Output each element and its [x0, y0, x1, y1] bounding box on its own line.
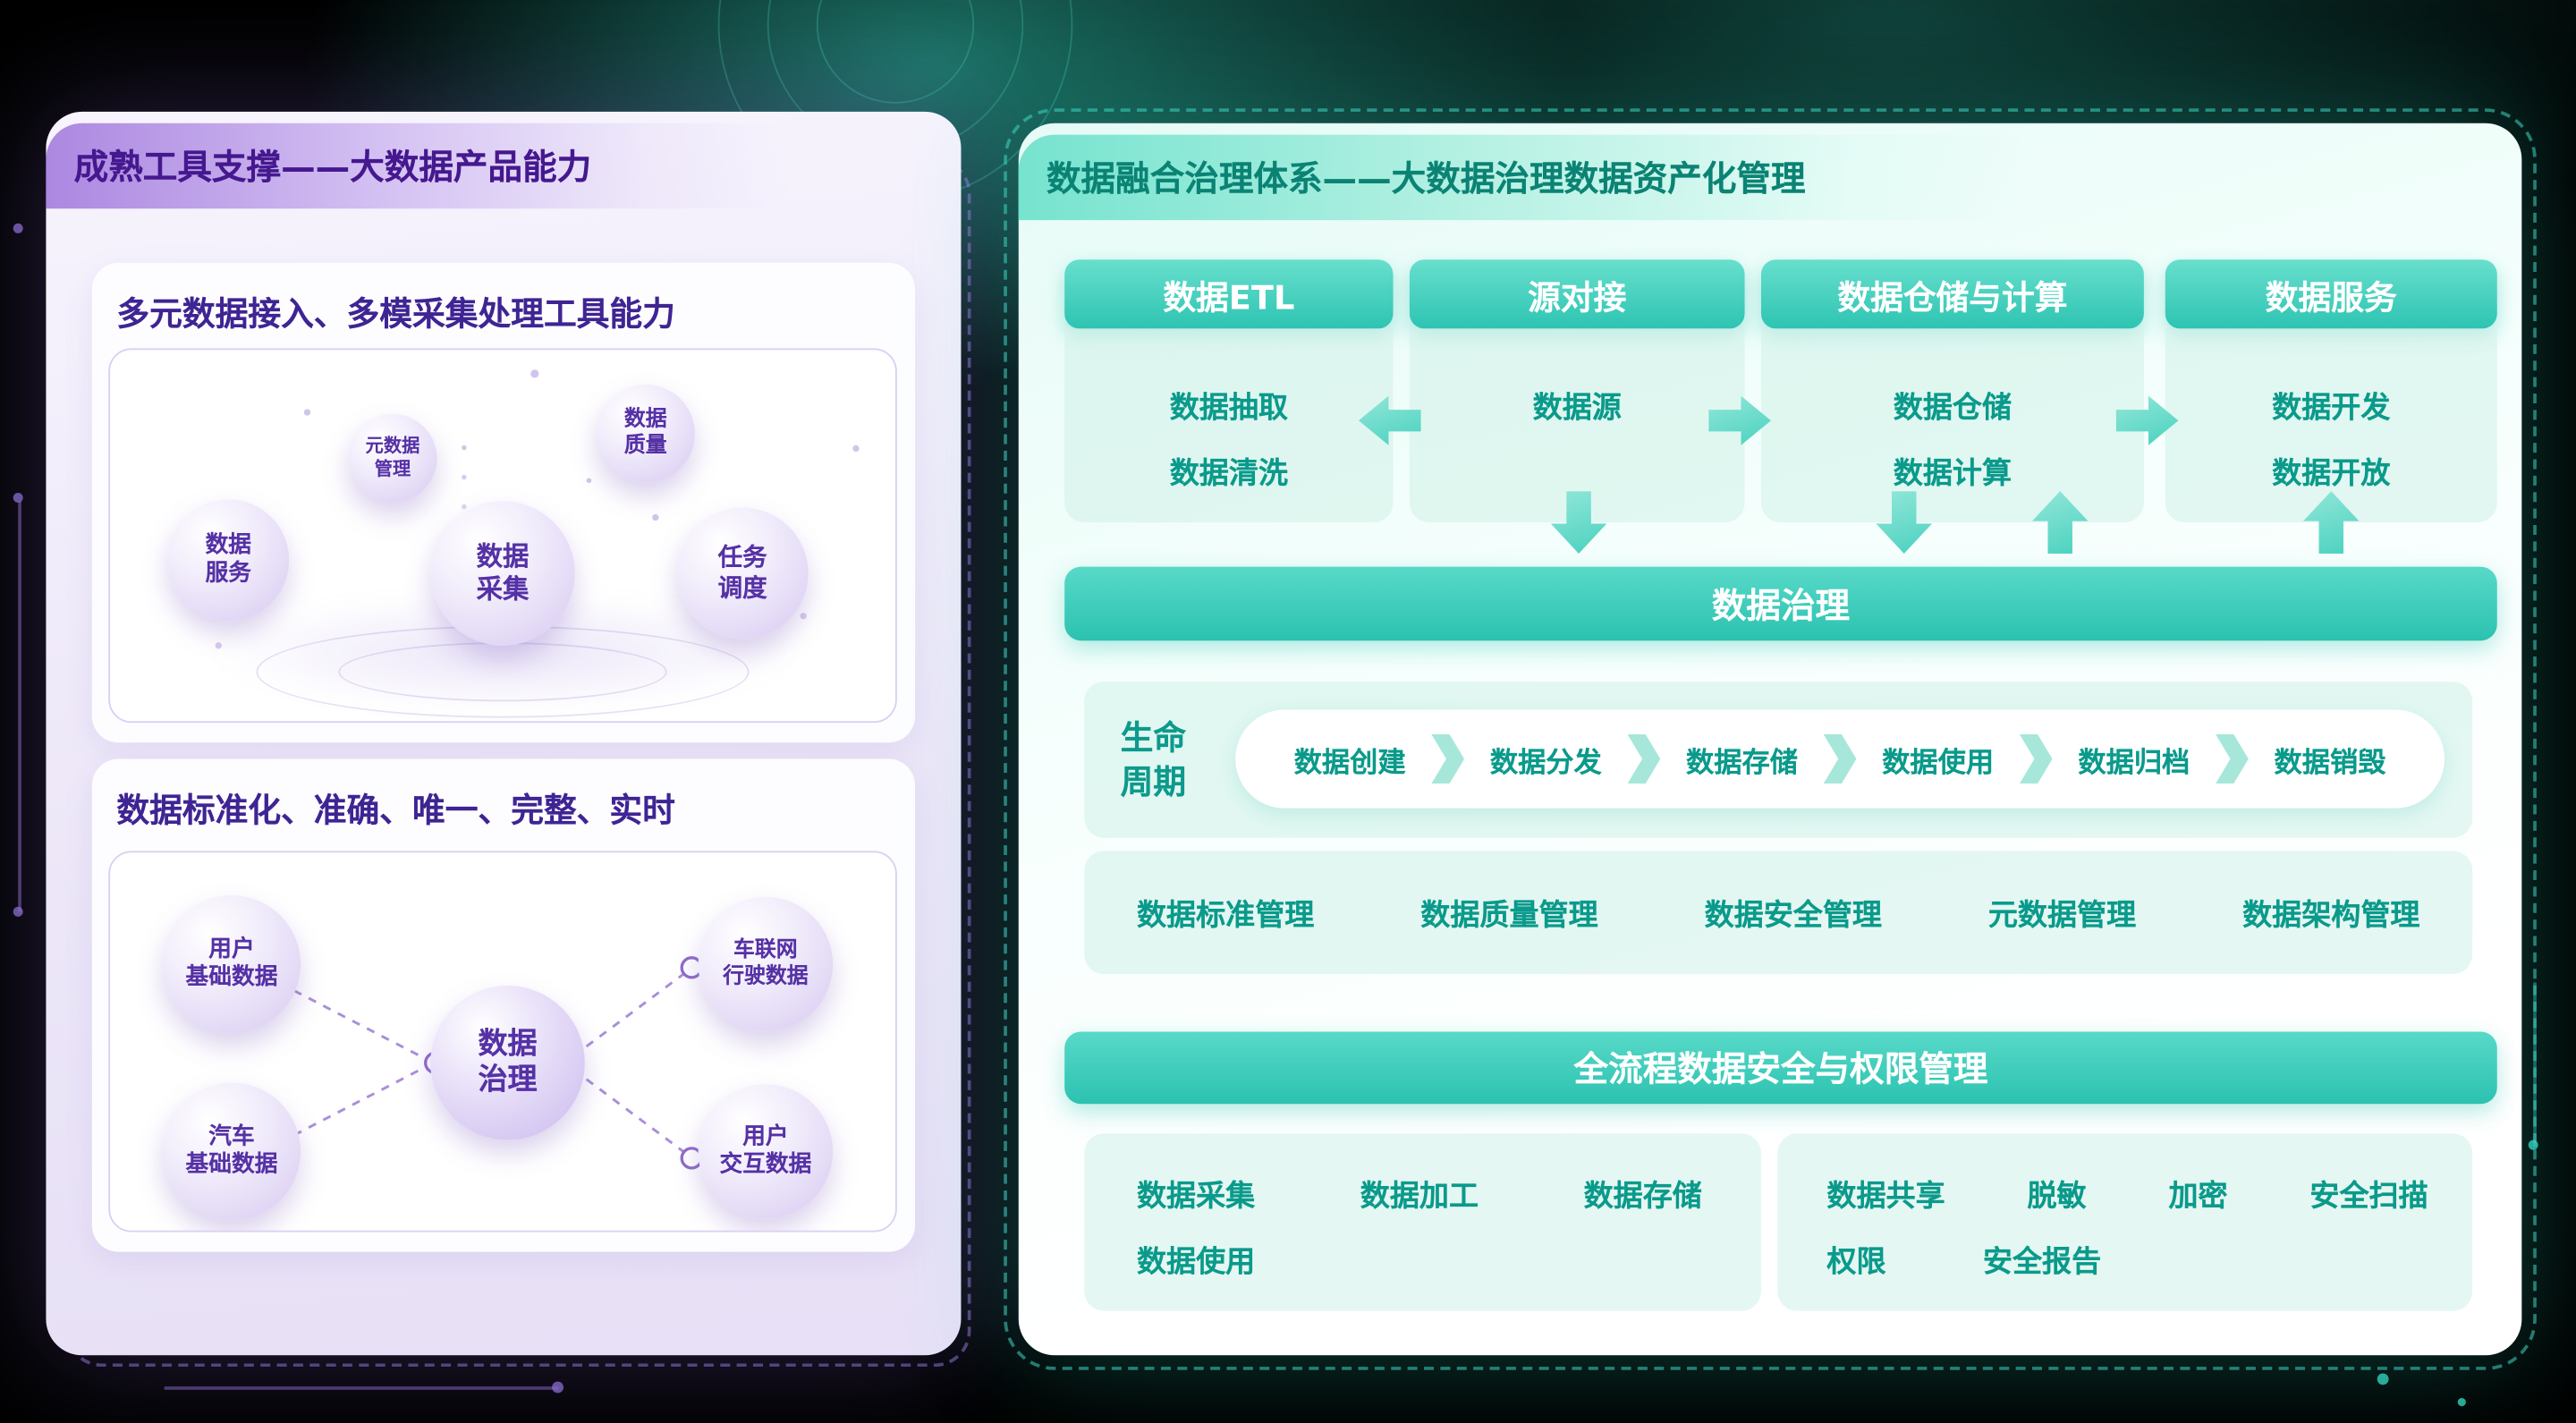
column-header-warehouse: 数据仓储与计算	[1760, 259, 2144, 329]
column-item: 数据开发	[2272, 391, 2391, 426]
management-item: 数据安全管理	[1704, 897, 1882, 933]
column-item: 数据清洗	[1169, 456, 1288, 492]
column-items-etl: 数据抽取 数据清洗	[1064, 328, 1394, 523]
deco-dot	[303, 409, 311, 416]
column-items-source: 数据源	[1409, 328, 1745, 523]
bubble-vehicle-base-data: 汽车 基础数据	[162, 1082, 301, 1221]
security-item: 加密	[2168, 1179, 2228, 1215]
governance-bar: 数据治理	[1064, 566, 2497, 641]
bubble-iov-driving-data: 车联网 行驶数据	[698, 896, 834, 1032]
deco-dot	[462, 504, 467, 510]
tools-section-title: 多元数据接入、多模采集处理工具能力	[116, 293, 675, 334]
bubble-user-base-data: 用户 基础数据	[162, 895, 301, 1034]
bubble-user-interaction-data: 用户 交互数据	[698, 1084, 834, 1219]
security-item: 数据采集	[1136, 1179, 1256, 1215]
lifecycle-stage: 数据归档	[2078, 746, 2190, 780]
security-item: 安全扫描	[2309, 1179, 2428, 1215]
lifecycle-stage: 数据使用	[1882, 746, 1995, 780]
chevron-right-icon	[1823, 734, 1857, 784]
column-item: 数据抽取	[1169, 391, 1288, 426]
security-right-row2: 权限 安全报告	[1777, 1239, 2472, 1282]
deco-dot	[215, 642, 222, 649]
bubble-data-quality: 数据 质量	[596, 384, 695, 483]
security-item: 安全报告	[1982, 1245, 2102, 1280]
management-item: 数据质量管理	[1420, 897, 1598, 933]
tools-diagram: 元数据 管理 数据 质量 数据 服务 数据 采集 任务 调度	[108, 348, 897, 724]
lifecycle-stage: 数据创建	[1293, 746, 1406, 780]
column-item: 数据计算	[1893, 456, 2012, 492]
management-panel: 数据标准管理 数据质量管理 数据安全管理 元数据管理 数据架构管理	[1084, 851, 2473, 975]
lifecycle-strip: 数据创建 数据分发 数据存储 数据使用 数据归档 数据销毁	[1235, 709, 2445, 809]
bubble-metadata-management: 元数据 管理	[348, 413, 437, 504]
standards-diagram: 用户 基础数据 车联网 行驶数据 汽车 基础数据 用户 交互数据 数据 治理	[108, 851, 897, 1232]
deco-dot	[462, 474, 467, 480]
security-item: 数据存储	[1583, 1179, 1702, 1215]
standards-section: 数据标准化、准确、唯一、完整、实时 用户 基础数据	[91, 758, 916, 1252]
deco-dot	[530, 369, 539, 378]
bubble-data-service: 数据 服务	[167, 499, 290, 622]
column-items-warehouse: 数据仓储 数据计算	[1760, 328, 2144, 523]
circuit-dot	[552, 1381, 564, 1393]
column-header-source: 源对接	[1409, 259, 1745, 329]
column-item: 数据开放	[2272, 456, 2391, 492]
security-item: 数据共享	[1826, 1179, 1945, 1215]
right-panel: 数据融合治理体系——大数据治理数据资产化管理 数据ETL 数据抽取 数据清洗 源…	[1004, 108, 2537, 1370]
lifecycle-stage: 数据分发	[1489, 746, 1602, 780]
deco-dot	[462, 445, 467, 451]
chevron-right-icon	[1627, 734, 1661, 784]
security-left-panel: 数据采集 数据加工 数据存储 数据使用	[1084, 1133, 1761, 1311]
left-panel: 成熟工具支撑——大数据产品能力 多元数据接入、多模采集处理工具能力 元数据 管理	[46, 111, 962, 1356]
lifecycle-stage: 数据存储	[1686, 746, 1798, 780]
column-header-service: 数据服务	[2165, 259, 2497, 329]
lifecycle-label: 生命 周期	[1120, 716, 1187, 801]
bubble-data-governance-center: 数据 治理	[430, 986, 585, 1140]
deco-dot	[800, 613, 807, 620]
security-left-row1: 数据采集 数据加工 数据存储	[1084, 1173, 1761, 1215]
circuit-dot	[13, 493, 23, 504]
circuit-dot	[2457, 1398, 2466, 1407]
chevron-right-icon	[2019, 734, 2053, 784]
security-left-row2: 数据使用	[1084, 1239, 1761, 1282]
deco-dot	[852, 445, 860, 453]
left-panel-title: 成熟工具支撑——大数据产品能力	[73, 148, 592, 188]
chevron-right-icon	[2216, 734, 2249, 784]
right-panel-title-banner: 数据融合治理体系——大数据治理数据资产化管理	[1018, 134, 2028, 221]
management-item: 数据标准管理	[1136, 897, 1315, 933]
column-item: 数据源	[1532, 391, 1622, 426]
ripple-ellipse	[338, 642, 667, 702]
security-right-panel: 数据共享 脱敏 加密 安全扫描 权限 安全报告	[1777, 1133, 2473, 1311]
circuit-dot	[13, 906, 23, 917]
column-items-service: 数据开发 数据开放	[2165, 328, 2497, 523]
circuit-line	[164, 1386, 559, 1390]
circuit-line	[2533, 982, 2537, 1148]
management-item: 数据架构管理	[2242, 897, 2420, 933]
standards-section-title: 数据标准化、准确、唯一、完整、实时	[116, 790, 675, 830]
circuit-dot	[2528, 1139, 2538, 1150]
circuit-line	[18, 501, 21, 912]
security-item: 数据使用	[1136, 1245, 1256, 1280]
deco-dot	[652, 513, 659, 521]
security-item: 脱敏	[2027, 1179, 2087, 1215]
deco-dot	[586, 478, 592, 483]
security-right-row1: 数据共享 脱敏 加密 安全扫描	[1777, 1173, 2472, 1215]
column-header-etl: 数据ETL	[1064, 259, 1394, 329]
column-item: 数据仓储	[1893, 391, 2012, 426]
security-item: 数据加工	[1360, 1179, 1479, 1215]
left-panel-title-banner: 成熟工具支撑——大数据产品能力	[46, 123, 789, 209]
tools-section: 多元数据接入、多模采集处理工具能力 元数据 管理 数据 质量 数据 服务 数据 …	[91, 262, 916, 743]
right-panel-title: 数据融合治理体系——大数据治理数据资产化管理	[1046, 159, 1806, 199]
security-item: 权限	[1826, 1245, 1886, 1280]
circuit-dot	[13, 223, 23, 233]
bubble-data-collection: 数据 采集	[430, 501, 575, 646]
circuit-dot	[2377, 1373, 2389, 1385]
bubble-task-scheduling: 任务 调度	[676, 507, 809, 640]
lifecycle-stage: 数据销毁	[2274, 746, 2386, 780]
management-item: 元数据管理	[1987, 897, 2137, 933]
lifecycle-panel: 生命 周期 数据创建 数据分发 数据存储 数据使用 数据归档 数据销毁	[1084, 682, 2473, 838]
chevron-right-icon	[1431, 734, 1465, 784]
security-bar: 全流程数据安全与权限管理	[1064, 1031, 2497, 1105]
